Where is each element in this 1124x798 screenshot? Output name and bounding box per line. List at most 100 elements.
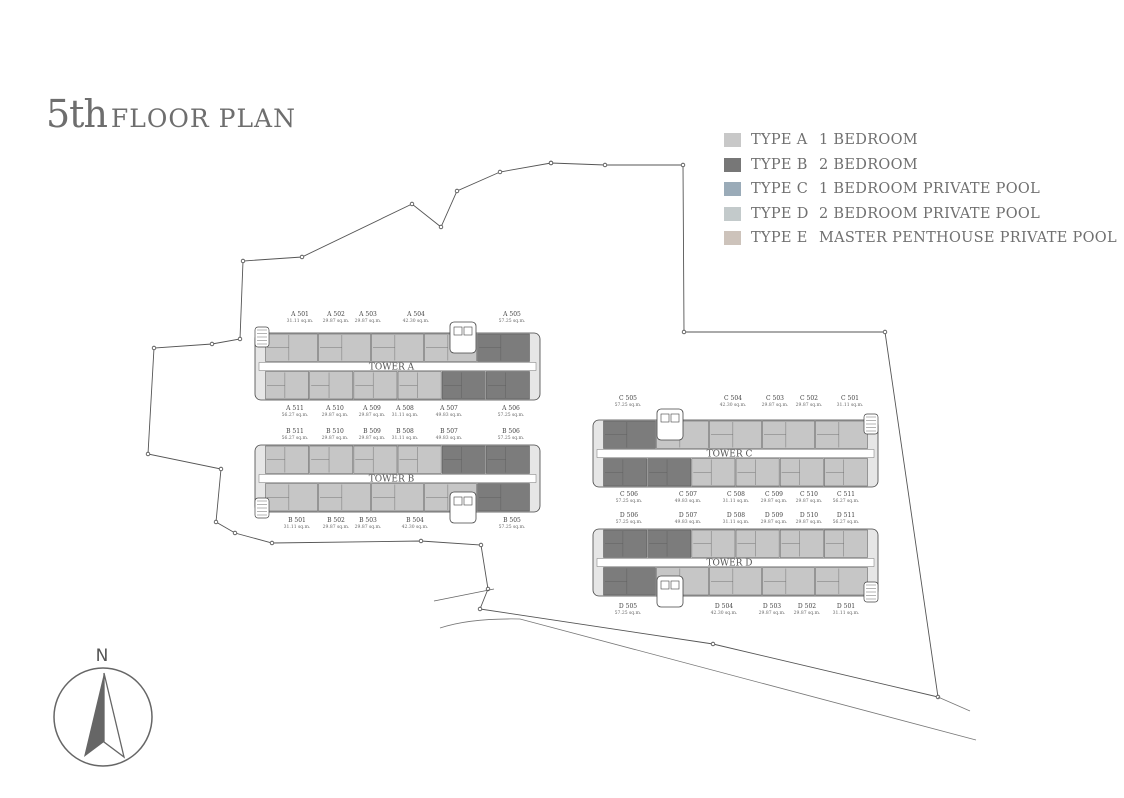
unit-number-label: C 508 <box>727 491 745 498</box>
tower-name-label: TOWER D <box>706 559 752 569</box>
unit-number-label: D 501 <box>837 603 855 610</box>
unit-number-label: C 511 <box>837 491 855 498</box>
legend-item-type-d: TYPE D 2 BEDROOM PRIVATE POOL <box>724 202 1117 227</box>
unit-number-label: B 510 <box>326 428 344 435</box>
unit-number-label: D 511 <box>837 512 855 519</box>
unit-number-label: B 508 <box>396 428 414 435</box>
boundary-vertex <box>151 345 157 351</box>
site-boundary-vertices <box>145 160 941 700</box>
unit-area-label: 31.11 sq.m. <box>837 402 864 408</box>
boundary-vertex <box>602 162 608 168</box>
boundary-vertex <box>240 258 246 264</box>
unit-number-label: B 507 <box>440 428 458 435</box>
unit-area-label: 31.11 sq.m. <box>287 318 314 324</box>
unit-number-label: A 507 <box>439 405 458 412</box>
boundary-vertex <box>454 188 460 194</box>
legend-swatch <box>724 157 741 172</box>
unit-number-label: B 505 <box>503 517 521 524</box>
legend-type: TYPE C <box>751 181 809 198</box>
unit-area-label: 56.27 sq.m. <box>833 498 860 504</box>
boundary-vertex <box>145 451 151 457</box>
unit-area-label: 29.87 sq.m. <box>322 412 349 418</box>
unit-area-label: 29.87 sq.m. <box>762 402 789 408</box>
unit-area-label: 56.27 sq.m. <box>833 519 860 525</box>
road-line <box>433 588 495 602</box>
unit-area-label: 29.87 sq.m. <box>323 524 350 530</box>
boundary-vertex <box>209 341 215 347</box>
floor-plan-label: FLOOR PLAN <box>110 104 296 133</box>
compass-needle-right <box>103 672 126 759</box>
unit-area-label: 57.25 sq.m. <box>499 524 526 530</box>
unit-number-label: D 508 <box>727 512 745 519</box>
lift-shaft <box>463 326 473 336</box>
unit-area-label: 29.87 sq.m. <box>322 435 349 441</box>
unit-number-label: C 510 <box>800 491 818 498</box>
boundary-vertex <box>478 542 484 548</box>
site-boundary-line <box>147 162 939 698</box>
unit-number-label: C 506 <box>620 491 638 498</box>
boundary-vertex <box>237 336 243 342</box>
unit-area-label: 29.87 sq.m. <box>359 435 386 441</box>
unit-area-label: 49.83 sq.m. <box>436 412 463 418</box>
unit-area-label: 42.30 sq.m. <box>402 524 429 530</box>
boundary-vertex <box>497 169 503 175</box>
unit-number-label: C 504 <box>724 395 742 402</box>
legend-item-type-b: TYPE B 2 BEDROOM <box>724 153 1117 178</box>
unit-area-label: 49.83 sq.m. <box>675 519 702 525</box>
unit-block <box>371 333 424 362</box>
legend-item-type-c: TYPE C 1 BEDROOM PRIVATE POOL <box>724 177 1117 202</box>
boundary-vertex <box>218 466 224 472</box>
legend-type: TYPE A <box>751 132 808 149</box>
unit-area-label: 56.27 sq.m. <box>282 435 309 441</box>
floor-number: 5th <box>46 92 108 136</box>
unit-area-label: 57.25 sq.m. <box>615 402 642 408</box>
unit-number-label: A 504 <box>406 311 425 318</box>
unit-number-label: C 503 <box>766 395 784 402</box>
core-block <box>449 491 477 524</box>
core-block <box>656 408 684 441</box>
lift-shaft <box>670 580 680 590</box>
boundary-vertex <box>477 606 483 612</box>
unit-number-label: B 503 <box>359 517 377 524</box>
unit-area-label: 31.11 sq.m. <box>284 524 311 530</box>
lift-shaft <box>670 413 680 423</box>
unit-area-label: 29.87 sq.m. <box>794 610 821 616</box>
unit-area-label: 31.11 sq.m. <box>723 498 750 504</box>
unit-number-label: C 505 <box>619 395 637 402</box>
unit-number-label: C 507 <box>679 491 697 498</box>
unit-area-label: 57.25 sq.m. <box>616 519 643 525</box>
road-edge <box>439 618 977 741</box>
core-block <box>656 575 684 608</box>
boundary-vertex <box>269 540 275 546</box>
corridor <box>596 558 875 567</box>
unit-area-label: 57.25 sq.m. <box>615 610 642 616</box>
unit-number-label: B 504 <box>406 517 424 524</box>
unit-number-label: B 501 <box>288 517 306 524</box>
unit-area-label: 57.25 sq.m. <box>616 498 643 504</box>
unit-number-label: D 506 <box>620 512 638 519</box>
unit-number-label: C 501 <box>841 395 859 402</box>
unit-number-label: A 502 <box>326 311 345 318</box>
unit-block <box>353 371 398 400</box>
legend-item-type-e: TYPE E MASTER PENTHOUSE PRIVATE POOL <box>724 226 1117 251</box>
legend-swatch <box>724 206 741 221</box>
unit-number-label: D 505 <box>619 603 637 610</box>
boundary-vertex <box>232 530 238 536</box>
boundary-vertex <box>680 162 686 168</box>
unit-number-label: A 509 <box>362 405 381 412</box>
unit-area-label: 29.87 sq.m. <box>323 318 350 324</box>
unit-number-label: A 510 <box>325 405 344 412</box>
unit-area-label: 29.87 sq.m. <box>359 412 386 418</box>
unit-number-label: B 502 <box>327 517 345 524</box>
legend-desc: 2 BEDROOM PRIVATE POOL <box>819 205 1041 222</box>
unit-area-label: 49.83 sq.m. <box>436 435 463 441</box>
lift-shaft <box>463 496 473 506</box>
unit-area-label: 29.87 sq.m. <box>796 498 823 504</box>
boundary-vertex <box>418 538 424 544</box>
legend-type: TYPE E <box>751 230 808 247</box>
unit-block <box>603 420 656 449</box>
